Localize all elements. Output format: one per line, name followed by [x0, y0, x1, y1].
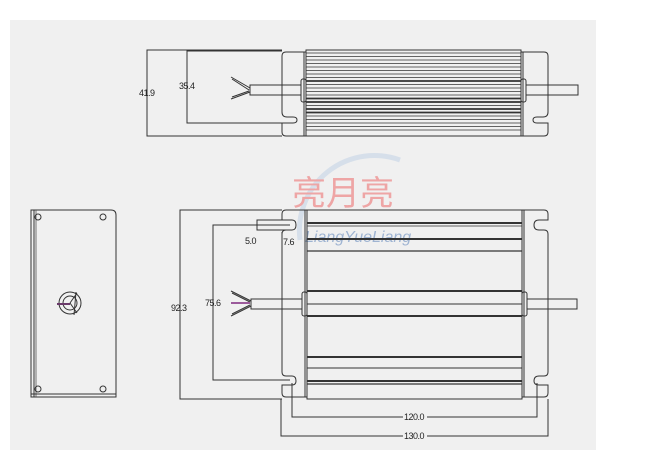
dim-inner-height-label: 35.4: [179, 81, 195, 91]
dim-slot-depth-label: 7.6: [283, 237, 295, 247]
output-cable: [525, 84, 579, 96]
output-cable: [526, 298, 578, 310]
wire-leads: [230, 290, 252, 317]
wire-leads: [230, 76, 251, 100]
end-plate: [30, 209, 117, 398]
right-end-cap: [520, 51, 549, 137]
dim-inner-height-label: 75.6: [205, 298, 221, 308]
dim-length-label: 130.0: [404, 431, 425, 441]
dim-hole-spacing-label: 120.0: [404, 412, 425, 422]
slot-dim-line: [256, 219, 292, 231]
top-view: 41.9 35.4: [139, 49, 579, 137]
cable-gland-end: [57, 291, 82, 316]
heatsink-fins: [306, 52, 521, 131]
mount-hole: [99, 213, 107, 221]
heatsink-fins: [307, 222, 522, 385]
dim-height-label: 92.3: [171, 303, 187, 313]
right-end-cap: [521, 209, 549, 398]
dim-height-label: 41.9: [139, 88, 155, 98]
watermark: 亮月亮 LiangYueLiang: [292, 153, 411, 246]
front-view: 92.3 75.6 5.0 7.6 120.0 130.0: [171, 209, 578, 441]
mount-hole: [34, 213, 42, 221]
watermark-latin: LiangYueLiang: [305, 229, 411, 246]
dim-92-3-line: [179, 209, 282, 400]
dim-75-6-line: [212, 224, 290, 381]
dim-slot-width-label: 5.0: [245, 236, 257, 246]
mount-hole: [99, 385, 107, 393]
dim-41-9-line: [146, 49, 282, 137]
input-cable: [249, 84, 302, 96]
left-end-cap: [281, 51, 307, 137]
mount-hole: [34, 385, 42, 393]
watermark-chinese: 亮月亮: [292, 174, 394, 214]
input-cable: [250, 298, 303, 310]
side-view: [30, 209, 117, 398]
dim-35-4-line: [186, 50, 290, 124]
